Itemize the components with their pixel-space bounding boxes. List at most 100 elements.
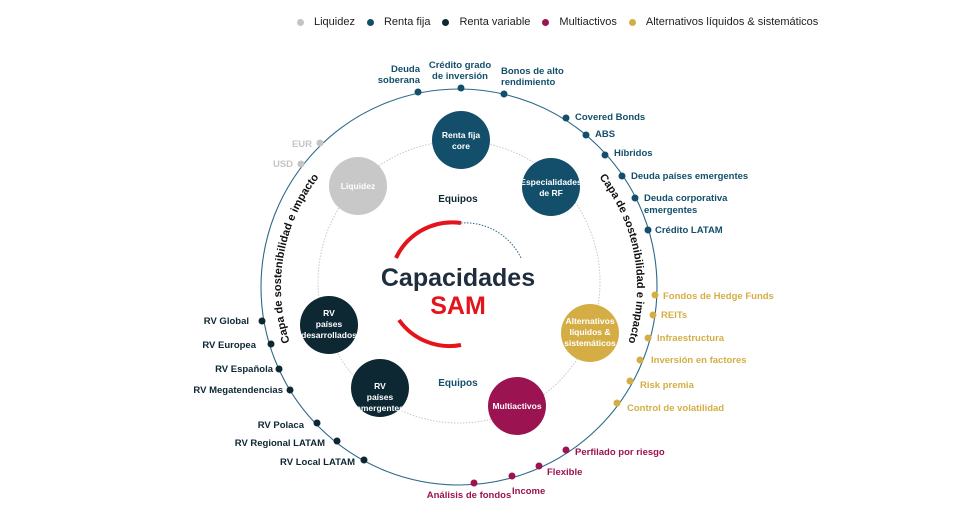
svg-text:Liquidez: Liquidez xyxy=(341,181,375,191)
capability-label: Risk premia xyxy=(640,380,695,391)
capability-label: emergentes xyxy=(644,205,697,216)
capability-label: Deuda corporativa xyxy=(644,193,728,204)
center-subtitle: SAM xyxy=(430,292,486,320)
capability-label: RV Global xyxy=(204,316,249,327)
capability-label: Híbridos xyxy=(614,148,653,159)
svg-text:RV: RV xyxy=(323,308,335,318)
capability-dot-icon xyxy=(535,462,543,470)
legend-item-alternativos: Alternativos líquidos & sistemáticos xyxy=(628,16,818,28)
capability-dot-icon xyxy=(631,194,639,202)
capability-label: rendimiento xyxy=(501,77,556,88)
capability-label: Income xyxy=(512,486,545,497)
legend-item-renta-variable: Renta variable xyxy=(442,16,530,28)
capability-label: Infraestructura xyxy=(657,333,725,344)
capability-dot-icon xyxy=(508,472,516,480)
multiactivos-capabilities: Perfilado por riesgo Flexible Income Aná… xyxy=(427,446,665,501)
capability-label: Crédito LATAM xyxy=(655,225,723,236)
svg-text:emergentes: emergentes xyxy=(356,403,404,413)
capability-dot-icon xyxy=(275,365,283,373)
capability-dot-icon xyxy=(649,311,657,319)
capability-dot-icon xyxy=(316,139,324,147)
legend-dot-icon xyxy=(366,18,374,26)
capability-dot-icon xyxy=(457,84,465,92)
node-renta-fija-core: Renta fija core xyxy=(432,111,490,169)
capability-label: EUR xyxy=(292,139,312,150)
capability-label: Deuda xyxy=(391,64,421,75)
capability-label: Covered Bonds xyxy=(575,112,645,123)
capability-label: RV Regional LATAM xyxy=(235,438,325,449)
capability-dot-icon xyxy=(601,151,609,159)
capability-label: ABS xyxy=(595,129,615,140)
liquidez-capabilities: EUR USD xyxy=(273,139,324,170)
capability-dot-icon xyxy=(286,386,294,394)
legend-item-liquidez: Liquidez xyxy=(297,16,355,28)
legend-label: Multiactivos xyxy=(559,16,617,28)
capability-label: Deuda países emergentes xyxy=(631,171,748,182)
capability-label: RV Española xyxy=(215,364,274,375)
capability-dot-icon xyxy=(562,446,570,454)
renta-variable-capabilities: RV Global RV Europea RV Española RV Mega… xyxy=(193,316,368,468)
capability-dot-icon xyxy=(618,172,626,180)
teams-label: Equipos xyxy=(438,194,478,205)
svg-text:Renta fija: Renta fija xyxy=(442,130,481,140)
capability-dot-icon xyxy=(651,291,659,299)
capability-dot-icon xyxy=(644,226,652,234)
capability-dot-icon xyxy=(613,399,621,407)
node-liquidez: Liquidez xyxy=(329,157,387,215)
svg-text:de RF: de RF xyxy=(539,188,563,198)
legend-dot-icon xyxy=(542,18,550,26)
svg-text:Multiactivos: Multiactivos xyxy=(492,401,541,411)
svg-text:sistemáticos: sistemáticos xyxy=(564,338,616,348)
capability-label: RV Megatendencias xyxy=(193,385,283,396)
teams-label: Equipos xyxy=(438,378,478,389)
legend-item-multiactivos: Multiactivos xyxy=(542,16,617,28)
capability-dot-icon xyxy=(258,317,266,325)
capability-dot-icon xyxy=(644,334,652,342)
capability-dot-icon xyxy=(313,419,321,427)
legend-label: Liquidez xyxy=(314,16,355,28)
capability-label: USD xyxy=(273,159,293,170)
capability-label: soberana xyxy=(378,75,421,86)
capability-label: RV Local LATAM xyxy=(280,457,355,468)
capability-dot-icon xyxy=(626,377,634,385)
capability-dot-icon xyxy=(333,437,341,445)
legend-dot-icon xyxy=(442,18,450,26)
svg-text:Especialidades: Especialidades xyxy=(520,177,582,187)
capability-dot-icon xyxy=(360,456,368,464)
capability-label: RV Polaca xyxy=(258,420,305,431)
legend-item-renta-fija: Renta fija xyxy=(366,16,431,28)
capability-label: Crédito grado xyxy=(429,60,491,71)
legend: Liquidez Renta fija Renta variable Multi… xyxy=(297,16,830,28)
svg-text:RV: RV xyxy=(374,381,386,391)
node-multiactivos: Multiactivos xyxy=(488,377,546,435)
svg-text:líquidos &: líquidos & xyxy=(569,327,610,337)
capability-label: Control de volatilidad xyxy=(627,403,724,414)
capability-dot-icon xyxy=(470,479,478,487)
capability-dot-icon xyxy=(297,160,305,168)
svg-text:core: core xyxy=(452,141,470,151)
capability-dot-icon xyxy=(414,88,422,96)
svg-text:Alternativos: Alternativos xyxy=(565,316,614,326)
svg-text:países: países xyxy=(367,392,394,402)
node-especialidades-rf: Especialidades de RF xyxy=(520,158,582,216)
capability-label: Perfilado por riesgo xyxy=(575,447,665,458)
capability-dot-icon xyxy=(500,90,508,98)
legend-dot-icon xyxy=(297,18,304,26)
legend-label: Renta fija xyxy=(383,16,431,28)
red-arc-bottom xyxy=(397,318,462,349)
svg-text:desarrollados: desarrollados xyxy=(301,330,357,340)
capability-label: Análisis de fondos xyxy=(427,490,511,501)
red-arc-top xyxy=(394,220,462,259)
node-rv-desarrollados: RV países desarrollados xyxy=(300,296,358,354)
capability-label: Fondos de Hedge Funds xyxy=(663,291,774,302)
legend-dot-icon xyxy=(628,18,636,26)
capability-label: Flexible xyxy=(547,467,582,478)
node-rv-emergentes: RV países emergentes xyxy=(351,359,409,417)
capability-label: RV Europea xyxy=(202,340,256,351)
capability-label: REITs xyxy=(661,310,687,321)
center-title: Capacidades xyxy=(381,264,535,292)
capability-dot-icon xyxy=(562,114,570,122)
capability-label: Bonos de alto xyxy=(501,66,564,77)
capability-dot-icon xyxy=(267,340,275,348)
